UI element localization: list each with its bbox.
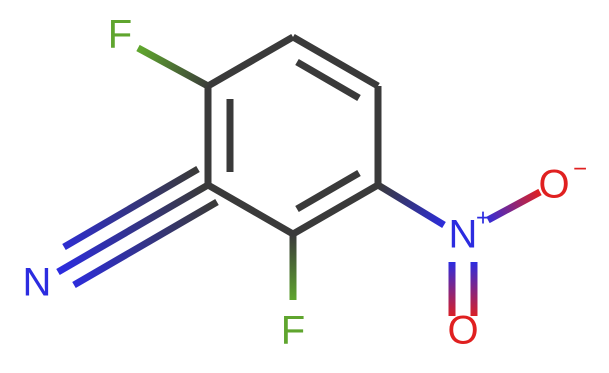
nitrile-triple-bond (56, 165, 219, 289)
atom-o-double: O (447, 309, 478, 353)
atom-f-top: F (108, 13, 132, 57)
bond-n-o-minus (486, 188, 542, 224)
bond-ring-2 (291, 33, 380, 90)
charge-minus: − (573, 155, 587, 182)
atom-n-nitro: N (449, 213, 478, 257)
bond-ring-1 (206, 33, 295, 90)
charge-plus: + (476, 204, 490, 231)
bond-ring-2-inner (295, 58, 361, 102)
bond-ring-5 (206, 181, 295, 238)
atom-o-minus: O (538, 163, 569, 207)
atom-f-bottom: F (281, 309, 305, 353)
bond-n-o-double (448, 262, 478, 316)
benzene-ring (204, 33, 382, 238)
bond-ring-4 (291, 181, 380, 238)
bond-c-n-nitro (376, 182, 446, 228)
bond-ring-4-inner (295, 169, 361, 213)
bond-c-f-top (136, 44, 210, 90)
atom-n-nitrile: N (23, 261, 52, 305)
